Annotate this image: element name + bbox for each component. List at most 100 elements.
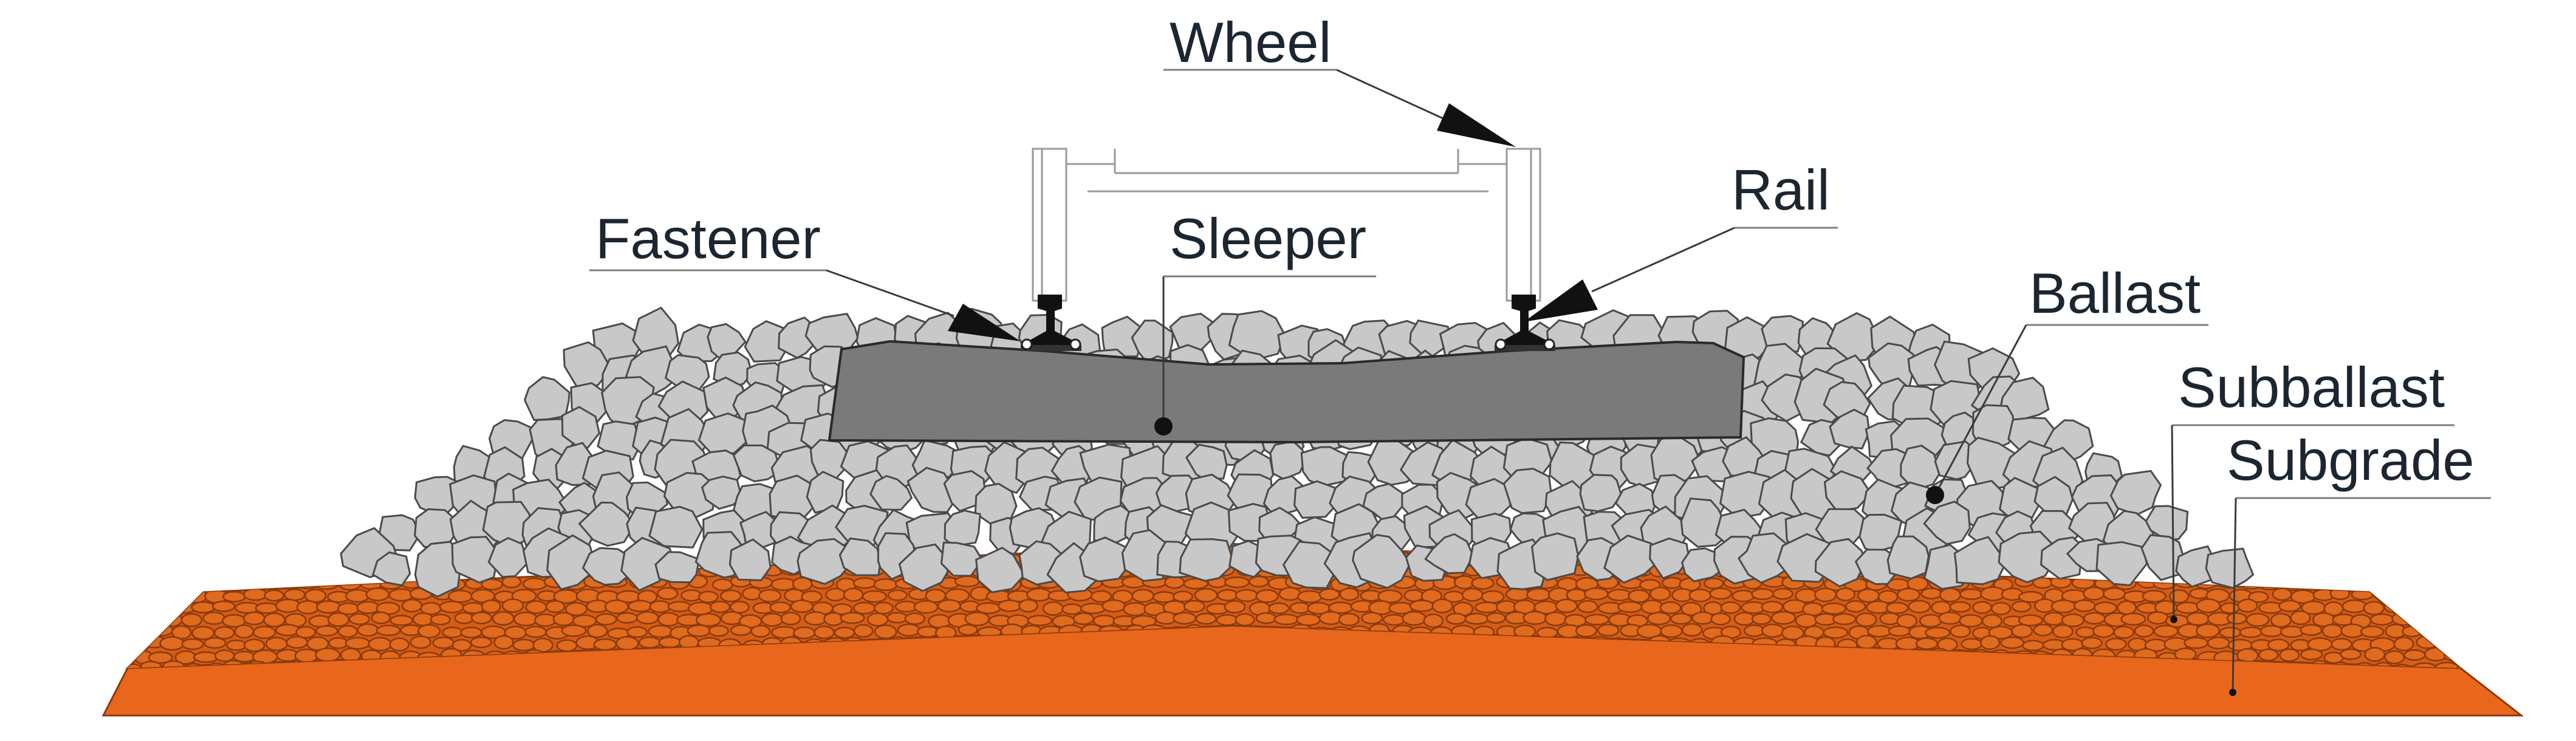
- subballast-pebble: [853, 601, 876, 615]
- subballast-pebble: [1617, 601, 1643, 613]
- subballast-pebble: [886, 612, 908, 624]
- subballast-pebble: [2416, 635, 2439, 649]
- subballast-pebble: [1919, 614, 1942, 628]
- subballast-pebble: [1751, 613, 1772, 625]
- subballast-pebble: [2434, 566, 2459, 578]
- subballast-pebble: [193, 651, 219, 663]
- subballast-pebble: [1377, 589, 1403, 604]
- ballast-stone: [1814, 538, 1867, 588]
- ballast-stone: [1826, 312, 1882, 363]
- ballast-stone: [1737, 532, 1795, 584]
- axle: [1088, 149, 1488, 193]
- subballast-pebble: [616, 612, 639, 624]
- subballast-pebble: [222, 591, 246, 603]
- subballast-pebble: [1544, 611, 1567, 627]
- subballast-pebble: [758, 589, 782, 603]
- subballast-pebble: [2280, 626, 2304, 638]
- subballast-pebble: [2184, 637, 2208, 649]
- subballast-pebble: [2393, 637, 2414, 652]
- subballast-pebble: [460, 626, 482, 638]
- subballast-pebble: [937, 599, 961, 613]
- subballast-pebble: [2423, 553, 2445, 568]
- subballast-pebble: [2413, 589, 2439, 602]
- subballast-pebble: [1857, 588, 1880, 603]
- subballast-pebble: [2272, 544, 2293, 555]
- subballast-pebble: [264, 589, 284, 602]
- subballast-pebble: [2434, 544, 2458, 555]
- subballast-pebble: [139, 612, 162, 626]
- subballast-pebble: [1255, 589, 1279, 603]
- subballast-pebble: [265, 637, 288, 651]
- subballast-pebble: [2369, 613, 2394, 626]
- subballast-pebble: [770, 578, 796, 591]
- subballast-pebble: [2435, 638, 2458, 651]
- subballast-pebble: [1289, 602, 1311, 614]
- subballast-pebble: [409, 635, 431, 649]
- subballast-pebble: [719, 589, 742, 603]
- subballast-pebble: [1194, 588, 1218, 603]
- ballast-stone: [1300, 446, 1352, 487]
- subballast-pebble: [220, 562, 246, 576]
- subballast-pebble: [448, 590, 473, 603]
- subballast-pebble: [235, 553, 261, 567]
- subballast-pebble: [635, 611, 659, 625]
- subballast-pebble: [223, 544, 247, 554]
- subballast-pebble: [2113, 626, 2135, 639]
- subballast-pebble: [128, 589, 145, 603]
- subballast-pebble: [2000, 637, 2025, 649]
- subballast-pebble: [132, 626, 153, 638]
- subballast-pebble: [401, 599, 423, 613]
- subballast-pebble: [1959, 588, 1984, 600]
- subballast-pebble: [2245, 613, 2270, 627]
- subballast-pebble: [128, 651, 133, 664]
- subballast-pebble: [1584, 613, 1609, 626]
- ballast-stone: [1829, 408, 1871, 449]
- subballast-pebble: [1709, 587, 1732, 600]
- subballast-pebble: [2351, 544, 2376, 553]
- subballast-pebble: [657, 612, 680, 627]
- subballast-pebble: [2052, 624, 2074, 639]
- ballast-stone: [1293, 480, 1337, 519]
- subballast-pebble: [2278, 599, 2301, 612]
- subballast-pebble: [309, 544, 330, 555]
- subballast-pebble: [2083, 612, 2106, 625]
- subballast-pebble: [565, 602, 587, 616]
- subballast-pebble: [2424, 576, 2449, 592]
- wheel-leader: [1163, 69, 1516, 147]
- subballast-pebble: [1475, 601, 1500, 613]
- subballast-pebble: [1688, 589, 1712, 603]
- subballast-pebble: [286, 544, 310, 552]
- ballast-stone: [940, 541, 984, 577]
- subballast-pebble: [2318, 555, 2343, 567]
- subballast-pebble: [2280, 553, 2303, 568]
- subballast-pebble: [1908, 599, 1931, 613]
- subballast-pebble: [1888, 625, 1911, 637]
- subballast-pebble: [2454, 565, 2461, 578]
- subballast-pebble: [688, 601, 713, 616]
- subballast-pebble: [2018, 591, 2044, 603]
- subballast-pebble: [2412, 662, 2437, 668]
- subballast-pebble: [1486, 612, 1506, 624]
- subballast-pebble: [2153, 624, 2179, 638]
- subballast-pebble: [141, 589, 166, 604]
- subballast-pebble: [2300, 624, 2323, 636]
- subballast-pebble: [1680, 601, 1702, 616]
- subballast-pebble: [1832, 613, 1857, 626]
- subballast-pebble: [964, 611, 990, 626]
- subballast-pebble: [2402, 625, 2422, 638]
- subballast-pebble: [243, 544, 265, 552]
- subballast-pebble: [1821, 603, 1847, 615]
- subballast-pebble: [2120, 612, 2146, 626]
- subballast-pebble: [534, 613, 557, 627]
- subballast-pebble: [532, 637, 553, 653]
- subballast-pebble: [294, 648, 319, 663]
- subballast-pebble: [1662, 576, 1683, 589]
- ballast-stone: [581, 547, 635, 586]
- subballast-pebble: [587, 624, 608, 638]
- subballast-pebble: [174, 550, 196, 564]
- subballast-pebble: [2441, 551, 2461, 564]
- subballast-pebble: [226, 639, 247, 651]
- subballast-pebble: [2033, 623, 2054, 637]
- subballast-pebble: [1628, 589, 1650, 603]
- subballast-pebble: [1216, 614, 1239, 626]
